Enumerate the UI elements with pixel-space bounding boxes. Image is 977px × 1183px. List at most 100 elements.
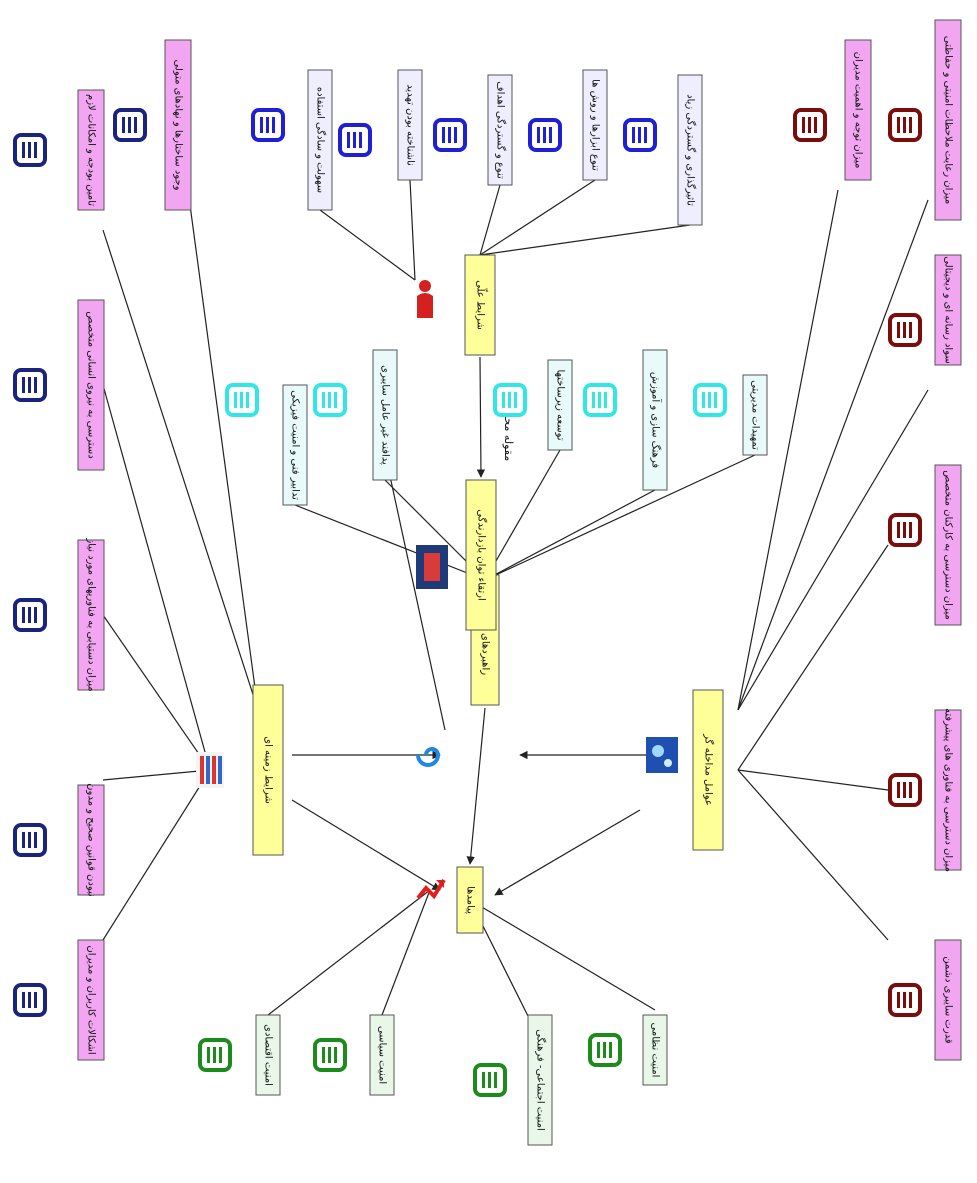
intervening-item-0-label: قدرت سایبری دشمن [943, 956, 954, 1044]
image-icon [416, 545, 448, 589]
connector-causal-0 [319, 209, 416, 281]
question-person-icon [417, 280, 433, 318]
causal-item-0: سهولت و سادگی استفاده [307, 69, 333, 211]
connector-intervening-4 [737, 199, 929, 711]
context-item-1-label: نبودن قوانین صحیح و مدون [86, 783, 97, 897]
strategy-list-icon-4 [693, 383, 727, 417]
causal-item-1-label: ناشناخته بودن تهدید [405, 84, 416, 166]
causal-item-2: تنوع و گستردگی اهداف [487, 74, 513, 186]
connector-context-5 [189, 204, 259, 711]
causal-list-icon-0 [251, 108, 285, 142]
strategy-item-1: پدافند غیر عامل سایبری [372, 349, 398, 481]
causal-item-3-label: تنوع ابزارها و روش ها [590, 79, 601, 171]
context-item-5: وجود ساختارها و نهادهای متولی [164, 39, 192, 211]
strategy-list-icon-2 [493, 383, 527, 417]
connector-consequence-1 [381, 889, 431, 1016]
consequence-list-icon-1 [313, 1038, 347, 1072]
strategy-list-icon-1 [313, 383, 347, 417]
trend-arrow-icon [416, 878, 446, 900]
strategy-item-2-label: توسعه زیرساختها [555, 369, 566, 440]
strategy-item-4: تمهیدات مدیریتی [742, 374, 768, 456]
strategy-item-4-label: تمهیدات مدیریتی [750, 380, 761, 450]
connector-causal-2 [479, 184, 501, 256]
causal-node: شرایط علّی [464, 254, 496, 356]
intervening-item-4-label: میزان رعایت ملاحظات امنیتی و حفاظتی [943, 36, 954, 204]
intervening-item-0: قدرت سایبری دشمن [934, 939, 962, 1061]
consequence-item-3: امنیت نظامی [642, 1014, 668, 1086]
consequence-list-icon-3 [588, 1033, 622, 1067]
arrow-intervening-to-consequence [494, 809, 641, 896]
context-item-1: نبودن قوانین صحیح و مدون [77, 783, 105, 897]
connector-strategy-3 [484, 489, 656, 581]
consequence-item-0: امنیت اقتصادی [255, 1014, 281, 1096]
intervening-list-icon-2 [888, 513, 922, 547]
intervening-item-4: میزان رعایت ملاحظات امنیتی و حفاظتی [934, 19, 962, 221]
connector-intervening-1 [737, 769, 889, 791]
strategy-item-1-label: پدافند غیر عامل سایبری [380, 365, 391, 465]
context-list-icon-5 [113, 108, 147, 142]
intervening-list-icon-0 [888, 983, 922, 1017]
arrow-strategy-to-consequence [466, 707, 486, 865]
consequence-list-icon-2 [473, 1063, 507, 1097]
connector-strategy-2 [484, 449, 561, 581]
connector-context-3 [102, 384, 211, 771]
connector-consequence-0 [267, 889, 431, 1016]
core-strategy-node-label: راهبردهای مقابله [480, 605, 491, 675]
connector-intervening-0 [737, 769, 889, 941]
context-item-4: تامین بودجه و امکانات لازم [77, 89, 105, 211]
context-item-4-label: تامین بودجه و امکانات لازم [86, 94, 97, 206]
phenomenon-node: ارتقاء توان بازدارندگی [465, 479, 497, 631]
context-item-0-label: اشکالات کاربران و مدیران [86, 945, 97, 1054]
consequence-item-1-label: امنیت سیاسی [377, 1026, 388, 1084]
causal-item-0-label: سهولت و سادگی استفاده [315, 87, 327, 193]
consequences-node: پیامدها [456, 866, 484, 934]
connector-strategy-4 [484, 454, 756, 581]
context-node: شرایط زمینه ای [252, 684, 284, 856]
intervening-item-3-label: سواد رسانه ای و دیجیتالی [943, 256, 954, 363]
causal-list-icon-1 [338, 123, 372, 157]
consequence-item-2: امنیت اجتماعی- فرهنگی [527, 1014, 553, 1146]
consequence-item-2-label: امنیت اجتماعی- فرهنگی [535, 1029, 547, 1131]
intervening-item-5-label: میزان توجه و اهمیت مدیران [853, 52, 864, 169]
intervening-item-5: میزان توجه و اهمیت مدیران [844, 39, 872, 181]
context-item-0: اشکالات کاربران و مدیران [77, 939, 105, 1061]
causal-item-1: ناشناخته بودن تهدید [397, 69, 423, 181]
context-node-label: شرایط زمینه ای [263, 736, 274, 804]
intervening-item-1: میزان دسترسی به فناوری های پیشرفته [934, 708, 962, 872]
context-list-icon-0 [13, 983, 47, 1017]
consequence-list-icon-0 [198, 1038, 232, 1072]
connector-context-2 [102, 614, 211, 771]
intervening-node: عوامل مداخله گر [692, 689, 724, 851]
context-list-icon-1 [13, 823, 47, 857]
strategy-swirl-icon [416, 747, 441, 767]
causal-list-icon-3 [528, 118, 562, 152]
intervening-list-icon-3 [888, 313, 922, 347]
context-list-icon-2 [13, 598, 47, 632]
causal-node-label: شرایط علّی [475, 280, 489, 330]
intervening-item-1-label: میزان دسترسی به فناوری های پیشرفته [943, 708, 954, 872]
context-item-2-label: میزان دستیابی به فناوریهای مورد نیاز [86, 537, 97, 691]
causal-item-2-label: تنوع و گستردگی اهداف [495, 81, 507, 179]
context-list-icon-4 [13, 133, 47, 167]
causal-list-icon-4 [623, 118, 657, 152]
strategy-item-2: توسعه زیرساختها [547, 359, 573, 451]
context-item-3: دسترسی به نیروی انسانی متخصص [77, 299, 105, 471]
arrow-context-to-consequence [291, 799, 441, 891]
intervening-node-label: عوامل مداخله گر [703, 733, 715, 806]
causal-list-icon-2 [433, 118, 467, 152]
connector-causal-4 [479, 224, 691, 256]
consequence-item-0-label: امنیت اقتصادی [263, 1024, 274, 1086]
context-people-icon [196, 752, 224, 788]
connector-context-0 [102, 769, 211, 941]
intervening-list-icon-4 [888, 108, 922, 142]
connector-causal-1 [409, 179, 416, 281]
intervening-item-3: سواد رسانه ای و دیجیتالی [934, 254, 962, 366]
strategy-item-3-label: فرهنگ سازی و آموزش [650, 372, 663, 469]
context-list-icon-3 [13, 368, 47, 402]
context-item-2: میزان دستیابی به فناوریهای مورد نیاز [77, 537, 105, 692]
context-item-3-label: دسترسی به نیروی انسانی متخصص [86, 311, 97, 458]
connector-intervening-3 [737, 389, 929, 711]
causal-item-4-label: تاثیرگذاری و گستردگی زیاد [685, 94, 697, 206]
consequence-item-1: امنیت سیاسی [369, 1014, 395, 1096]
